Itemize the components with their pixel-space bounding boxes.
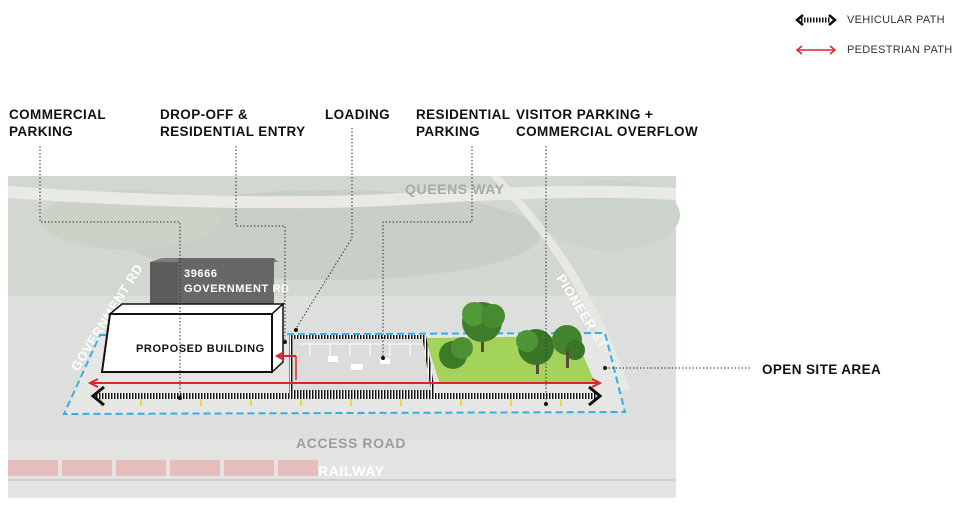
access-road-label: ACCESS ROAD	[296, 435, 406, 451]
parking-stalls	[290, 338, 432, 394]
existing-building-street: GOVERNMENT RD	[184, 283, 290, 295]
existing-building-number: 39666	[184, 268, 218, 280]
queens-way-label: QUEENS WAY	[405, 181, 505, 197]
proposed-building: PROPOSED BUILDING	[102, 304, 283, 372]
railway-label: RAILWAY	[318, 463, 385, 479]
proposed-building-label: PROPOSED BUILDING	[136, 343, 265, 355]
